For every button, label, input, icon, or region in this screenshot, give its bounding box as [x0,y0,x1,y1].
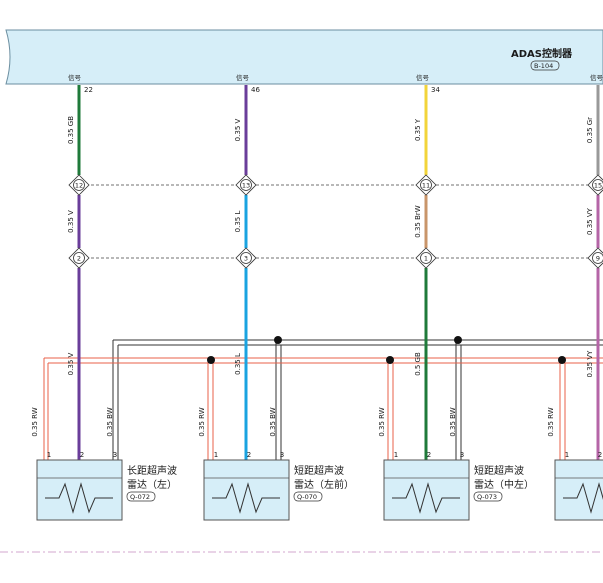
pin-number: 2 [427,451,431,459]
branch-labels: 0.35 RW 0.35 BW 0.35 RW 0.35 BW 0.35 RW 0.35 … [31,407,555,436]
wire-label: 0.35 GB [67,116,75,144]
splice-marker [420,252,432,264]
junction-dot [207,356,215,364]
controller-code: B-104 [534,62,553,70]
branch-label-bw: 0.35 BW [269,407,277,436]
wire-label: 0.5 GB [414,352,422,376]
junction-dot [558,356,566,364]
splice-number: 15 [594,182,602,190]
branch-label-rw: 0.35 RW [198,407,206,436]
component-name: 长距超声波 [127,464,177,477]
component-name: 短距超声波 [294,464,344,477]
splice-marker [240,179,252,191]
component-name: 雷达（左） [127,478,177,491]
wire-label: 0.35 V [67,210,75,233]
signal-label-2: 信号 [236,73,250,82]
junction-dot [454,336,462,344]
sensor-symbol [392,482,460,514]
wire-label: 0.35 L [234,211,242,233]
wire-label: 0.35 VY [586,350,594,378]
pin-34: 34 [431,86,440,94]
component-code: Q-073 [477,493,497,501]
splice-number: 12 [75,182,83,190]
component-code-frame [473,491,503,502]
junction-dot [386,356,394,364]
controller-name: ADAS控制器 [511,47,573,60]
branch-label-bw: 0.35 BW [449,407,457,436]
signal-label-1: 信号 [68,73,82,82]
signal-label-3: 信号 [416,73,430,82]
pin-number: 1 [214,451,218,459]
wire-label: 0.35 V [67,352,75,375]
wire-label: 0.35 VY [586,207,594,235]
component-name: 短距超声波 [474,464,524,477]
power-bus [43,357,603,460]
component-name: 雷达（左前） [294,478,354,491]
component-code: Q-072 [130,493,150,501]
ground-bus [112,339,603,460]
pin-number: 2 [247,451,251,459]
wire-label: 0.35 BrW [414,205,422,237]
splice-number: 9 [596,255,600,263]
wire-label: 0.35 L [234,353,242,375]
splice-marker [240,252,252,264]
branch-label-rw: 0.35 RW [378,407,386,436]
component-code-frame [293,491,323,502]
pin-46: 46 [251,86,260,94]
pin-22: 22 [84,86,93,94]
junction-dot [274,336,282,344]
branch-label-rw: 0.35 RW [547,407,555,436]
splice-number: 2 [77,255,81,263]
branch-label-bw: 0.35 BW [106,407,114,436]
controller-box [5,29,603,85]
pin-number: 2 [598,451,602,459]
controller-code-frame [530,60,560,71]
module-box [554,459,603,521]
component-name: 雷达（中左） [474,478,534,491]
splice-number: 13 [242,182,250,190]
splice-marker [592,179,603,191]
splice-marker [592,252,603,264]
pin-number: 2 [80,451,84,459]
pin-number: 3 [460,451,464,459]
pin-number: 1 [565,451,569,459]
pin-number: 3 [280,451,284,459]
radar-module: 123 [554,451,603,521]
splice-marker [73,179,85,191]
component-code-frame [126,491,156,502]
branch-label-rw: 0.35 RW [31,407,39,436]
wire-label: 0.35 Y [414,118,422,141]
splice-number: 11 [422,182,430,190]
wire-label: 0.35 Gr [586,117,594,143]
splice-marker [73,252,85,264]
splice-number: 1 [424,255,428,263]
sensor-symbol [45,482,113,514]
splice-number: 3 [244,255,248,263]
pin-number: 1 [47,451,51,459]
pin-number: 3 [113,451,117,459]
signal-label-4: 信号 [590,73,603,82]
pin-number: 1 [394,451,398,459]
wire-label: 0.35 V [234,118,242,141]
sensor-symbol [563,482,603,514]
component-code: Q-070 [297,493,317,501]
sensor-symbol [212,482,280,514]
splice-marker [420,179,432,191]
